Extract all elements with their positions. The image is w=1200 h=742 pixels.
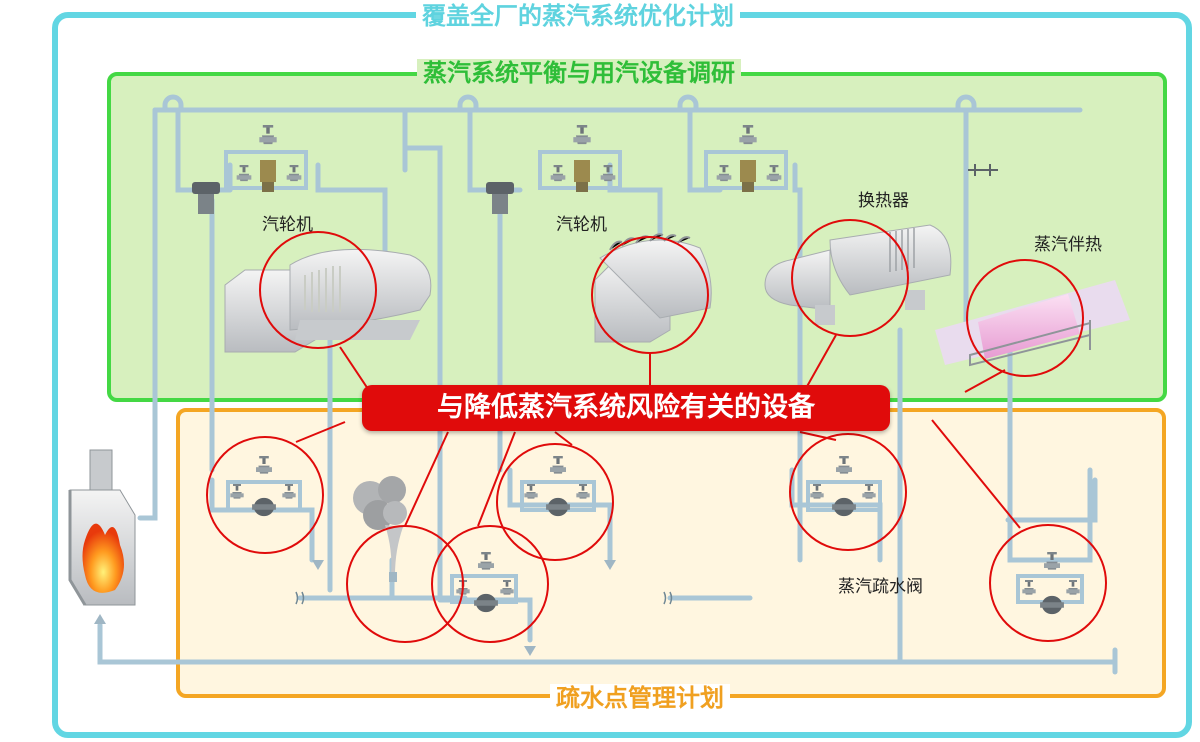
highlight-trap-station-4 (431, 525, 549, 643)
trap-station-4 (450, 552, 518, 613)
trap-station-3 (806, 456, 882, 517)
risk-equipment-banner: 与降低蒸汽系统风险有关的设备 (362, 385, 890, 431)
trap-station-2 (520, 456, 596, 517)
separator-icon (192, 182, 514, 214)
highlight-turbine-1 (259, 231, 377, 349)
label-turbine-2: 汽轮机 (556, 215, 607, 235)
steam-leak-icon (353, 476, 407, 582)
drain-arrows (94, 560, 616, 656)
label-steam-tracing: 蒸汽伴热 (1034, 235, 1102, 255)
label-turbine-1: 汽轮机 (262, 215, 313, 235)
callout-lines (295, 334, 1021, 529)
highlight-steam-leak (346, 525, 464, 643)
boiler (68, 449, 136, 606)
trap-station-1 (226, 456, 302, 517)
label-heat-exchanger: 换热器 (858, 191, 909, 211)
plant-wide-plan-title: 覆盖全厂的蒸汽系统优化计划 (416, 2, 740, 30)
highlight-trap-station-3 (789, 433, 907, 551)
gauge-icon (968, 164, 998, 176)
heat-exchanger (764, 224, 952, 325)
pipe-break-icon (295, 591, 673, 605)
highlight-trap-station-1 (206, 436, 324, 554)
valve-station-3 (704, 125, 788, 192)
steam-turbine-1 (224, 248, 432, 353)
risk-highlights (206, 219, 1107, 643)
valve-station-2 (538, 125, 622, 192)
valve-station-1 (224, 125, 308, 192)
trap-station-5 (1016, 552, 1084, 615)
highlight-steam-tracing (966, 259, 1084, 377)
steam-balance-title: 蒸汽系统平衡与用汽设备调研 (417, 59, 741, 87)
steam-turbine-2 (594, 233, 712, 343)
highlight-trap-station-5 (989, 524, 1107, 642)
trap-management-title: 疏水点管理计划 (550, 684, 730, 712)
highlight-trap-station-2 (496, 443, 614, 561)
highlight-heat-exchanger (791, 219, 909, 337)
label-steam-trap-valve: 蒸汽疏水阀 (838, 577, 923, 597)
